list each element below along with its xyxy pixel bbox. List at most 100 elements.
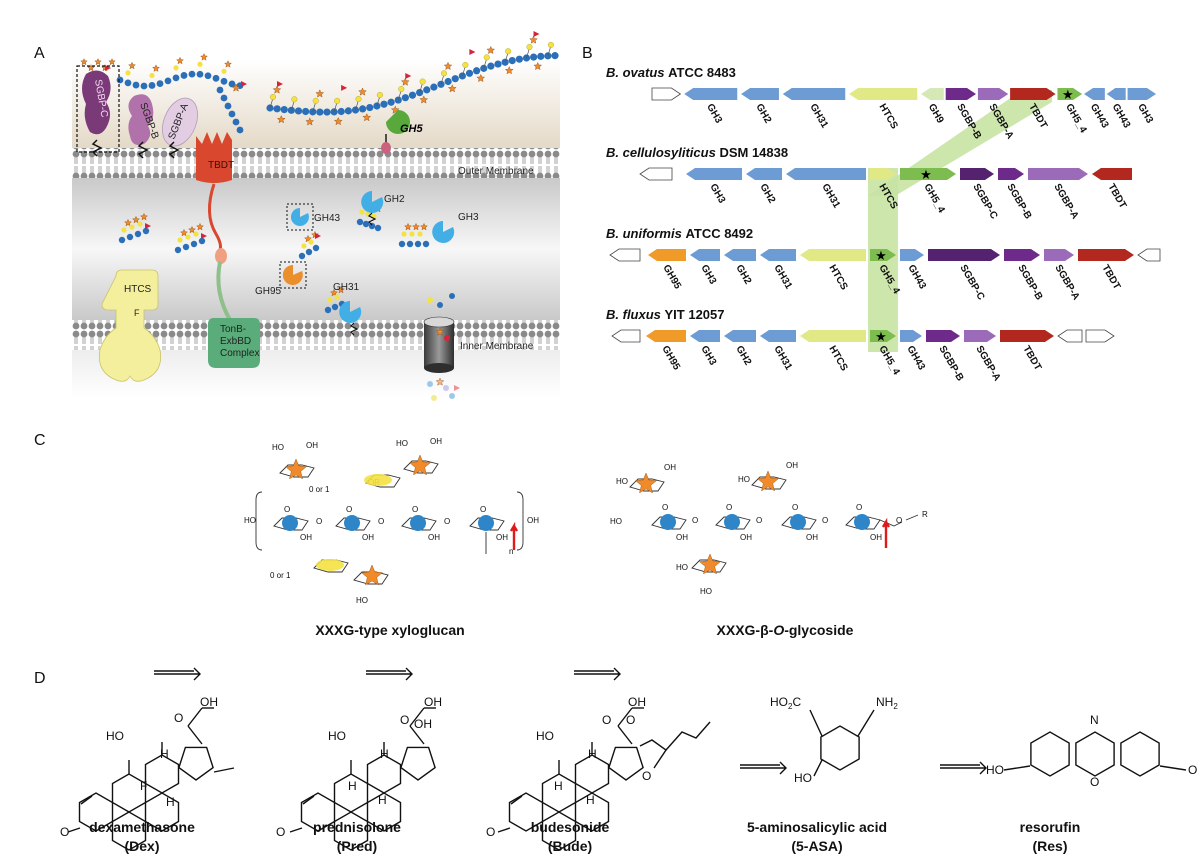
- gene-label: TBDT: [1026, 102, 1049, 131]
- glucose-residue: [368, 222, 376, 230]
- asa-nh2: NH2: [876, 695, 898, 711]
- gene-arrow: [900, 168, 956, 180]
- glucose-residue: [164, 77, 172, 85]
- gh95-enzyme: [282, 264, 303, 285]
- glucose-residue: [140, 82, 148, 90]
- right-bracket: [516, 491, 524, 551]
- gene-arrow: [800, 330, 866, 342]
- xylose-residue: [291, 96, 298, 103]
- gene-arrow: [686, 168, 742, 180]
- htcs-f-label: F: [134, 308, 140, 318]
- gene-arrow: [977, 88, 1009, 100]
- fucose-residue: [277, 81, 283, 87]
- xylose-residue: [526, 44, 533, 51]
- sgbp-b-protein: [128, 94, 154, 145]
- atom-ho-r1: HO: [610, 517, 622, 526]
- xylose-residue: [441, 70, 448, 77]
- ring-ho: HO: [272, 443, 284, 452]
- gene-arrow: [639, 167, 673, 181]
- xylose-residue: [334, 294, 340, 300]
- glucose-residue: [398, 240, 406, 248]
- zero-or-one-1: 0 or 1: [309, 485, 330, 494]
- gene-label: GH31: [819, 182, 842, 211]
- sgbp-a-lipid-anchor: [168, 141, 180, 159]
- xylose-residue: [193, 231, 199, 237]
- ring-oh: OH: [428, 533, 440, 542]
- gene-arrow: [1057, 88, 1083, 100]
- compound-name-pred: prednisolone: [313, 819, 401, 835]
- gene-arrow: [1092, 168, 1132, 180]
- gene-arrow: [1044, 249, 1074, 261]
- glucose-residue: [116, 76, 124, 84]
- budesonide-structure: OH O O O HO H H H O: [486, 667, 711, 851]
- link-o: O: [444, 517, 450, 526]
- link-o: O: [822, 516, 828, 525]
- galactose-marker: [360, 564, 384, 586]
- glycoside-caption: XXXG-β-O-glycoside: [717, 622, 854, 638]
- gene-arrow: [646, 330, 686, 342]
- tonb-label-2: ExbBD: [220, 336, 251, 347]
- gh3-enzyme: [432, 221, 455, 243]
- compound-name-bude: budesonide: [531, 819, 610, 835]
- glucose-residue: [530, 53, 538, 61]
- panel-c-substrates: HO OH n 0 or 1 OR 0 or 1 OOHOOOHOOOHOOOH…: [244, 437, 928, 638]
- free-monosaccharide: [437, 302, 443, 308]
- glucose-marker: [344, 515, 360, 531]
- xylose-residue: [401, 231, 407, 237]
- pred-prodrug-arrow: [366, 667, 413, 681]
- glucose-residue: [134, 230, 142, 238]
- xylose-residue: [419, 78, 426, 85]
- gh3-label: GH3: [458, 212, 479, 223]
- gene-arrow: [648, 249, 686, 261]
- side-chain-bond: [187, 725, 203, 745]
- glucose-residue: [174, 246, 182, 254]
- xylose-residue: [462, 61, 469, 68]
- res-prodrug-arrow: [940, 761, 987, 775]
- galactose-marker: [756, 470, 780, 492]
- gene-arrow: [1078, 249, 1134, 261]
- organism-label: B. cellulosyliticus DSM 14838: [606, 145, 788, 160]
- compound-abbr-res: (Res): [1032, 838, 1067, 854]
- gene-arrow: [651, 87, 682, 101]
- galactose-residue: [180, 228, 188, 237]
- atom-oh-end: OH: [527, 516, 539, 525]
- galactose-residue: [140, 212, 148, 221]
- glucose-marker: [410, 515, 426, 531]
- gene-label: GH2: [733, 344, 753, 368]
- fucose-residue: [405, 73, 412, 80]
- gene-label: GH95: [659, 344, 682, 373]
- bude-o1: O: [602, 713, 611, 727]
- xylose-residue: [121, 227, 127, 233]
- glucose-residue: [374, 224, 382, 232]
- gene-label: GH5_4: [876, 344, 902, 377]
- gene-label: SGBP-C: [957, 263, 986, 302]
- res-ho: HO: [986, 763, 1004, 777]
- gene-arrow: [1000, 330, 1054, 342]
- ring-oh: OH: [496, 533, 508, 542]
- cleavage-arrow-left: [509, 521, 519, 550]
- gene-arrow: [760, 330, 796, 342]
- gene-arrow: [870, 168, 896, 180]
- xylose-residue: [376, 92, 383, 99]
- galactose-residue: [330, 288, 338, 297]
- xylose-ring: [279, 464, 315, 478]
- gene-arrow: [926, 330, 960, 342]
- gene-label: GH3: [707, 182, 727, 206]
- glucose-residue: [408, 91, 417, 99]
- gene-label: GH43: [1110, 102, 1133, 131]
- gene-label: GH31: [771, 344, 794, 373]
- ring-o: O: [726, 503, 732, 512]
- gh31-enzyme: [339, 301, 362, 323]
- xyloglucan-oligos-periplasm: [118, 200, 430, 314]
- tbdt-plug-linker: [208, 183, 222, 251]
- ring-oh: OH: [306, 441, 318, 450]
- res-o-keto: O: [1188, 763, 1197, 777]
- glucose-marker: [282, 515, 298, 531]
- tbdt-tonb-box: [215, 248, 227, 264]
- glucose-residue: [473, 67, 481, 75]
- glucose-residue: [273, 105, 281, 113]
- ring-oh: OH: [806, 533, 818, 542]
- galactose-residue: [404, 222, 412, 231]
- gene-label: GH2: [753, 102, 773, 126]
- xylose-residue: [185, 234, 191, 240]
